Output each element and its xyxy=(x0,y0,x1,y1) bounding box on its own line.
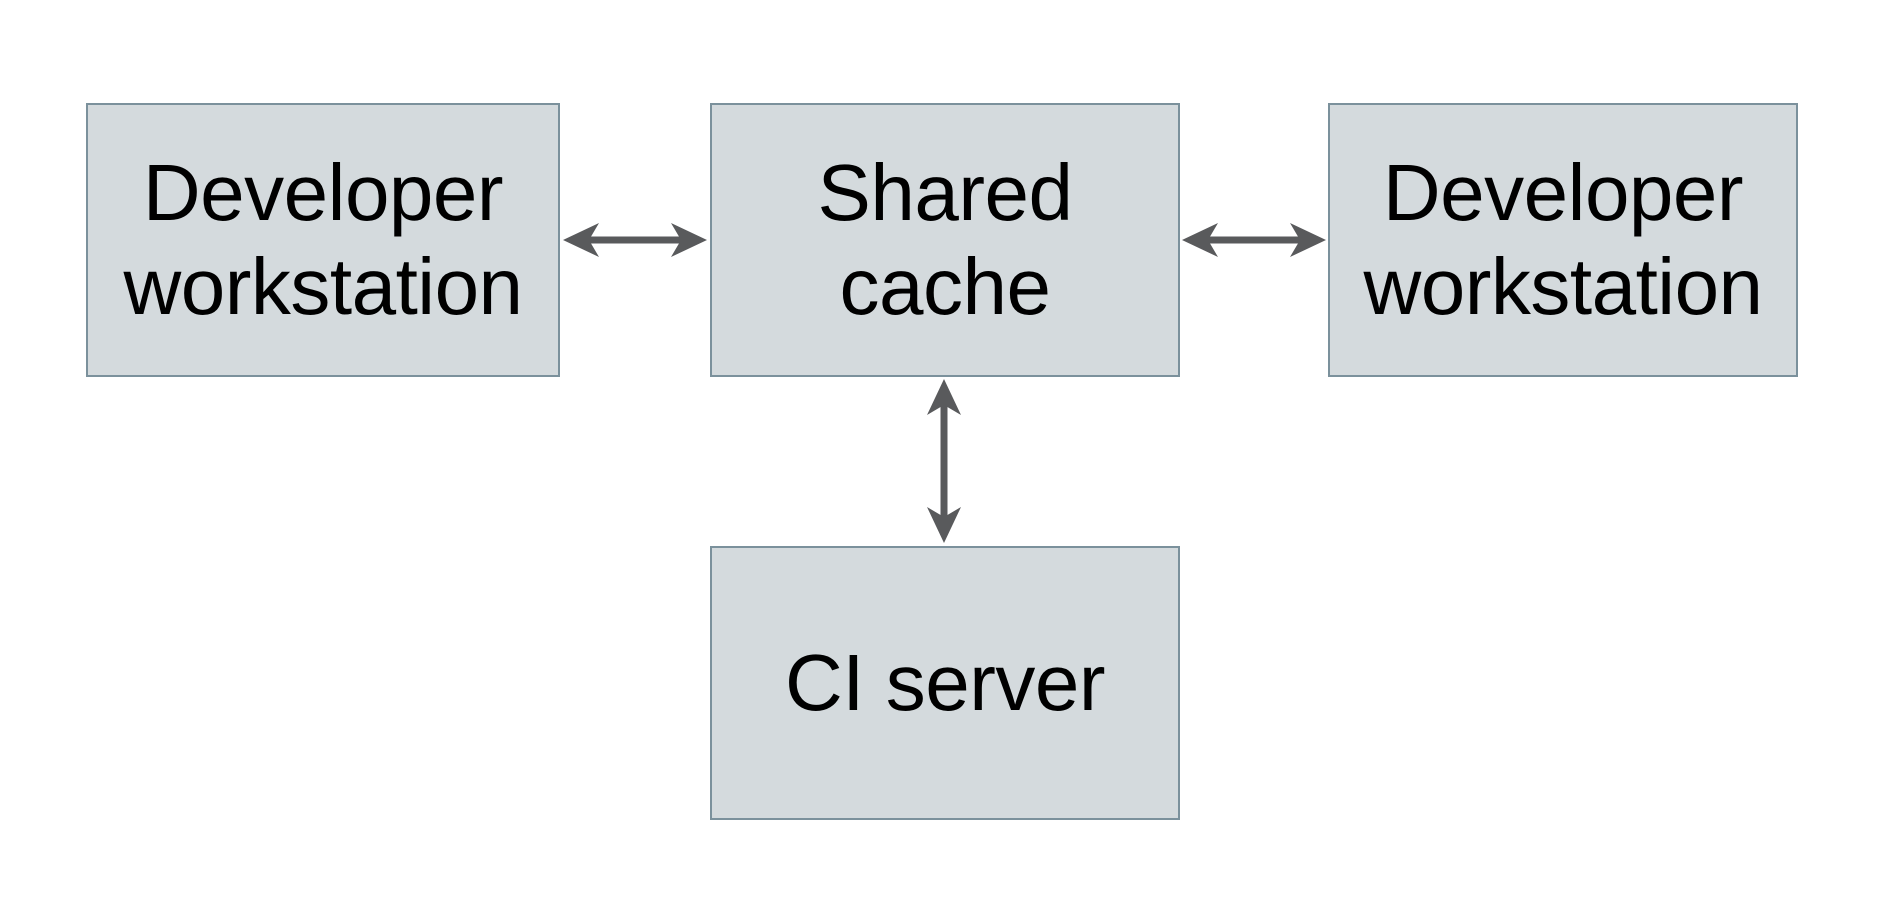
node-ci-server-label: CI server xyxy=(785,638,1106,728)
node-developer-workstation-right-label: Developer workstation xyxy=(1363,148,1763,331)
node-developer-workstation-left-label: Developer workstation xyxy=(123,148,523,331)
node-shared-cache: Shared cache xyxy=(710,103,1180,377)
node-developer-workstation-right: Developer workstation xyxy=(1328,103,1798,377)
bidirectional-arrow-cache-to-ci-server-icon xyxy=(927,379,961,543)
bidirectional-arrow-cache-to-right-workstation-icon xyxy=(1182,223,1326,257)
node-ci-server: CI server xyxy=(710,546,1180,820)
bidirectional-arrow-left-workstation-to-cache-icon xyxy=(563,223,707,257)
node-shared-cache-label: Shared cache xyxy=(817,148,1073,331)
node-developer-workstation-left: Developer workstation xyxy=(86,103,560,377)
